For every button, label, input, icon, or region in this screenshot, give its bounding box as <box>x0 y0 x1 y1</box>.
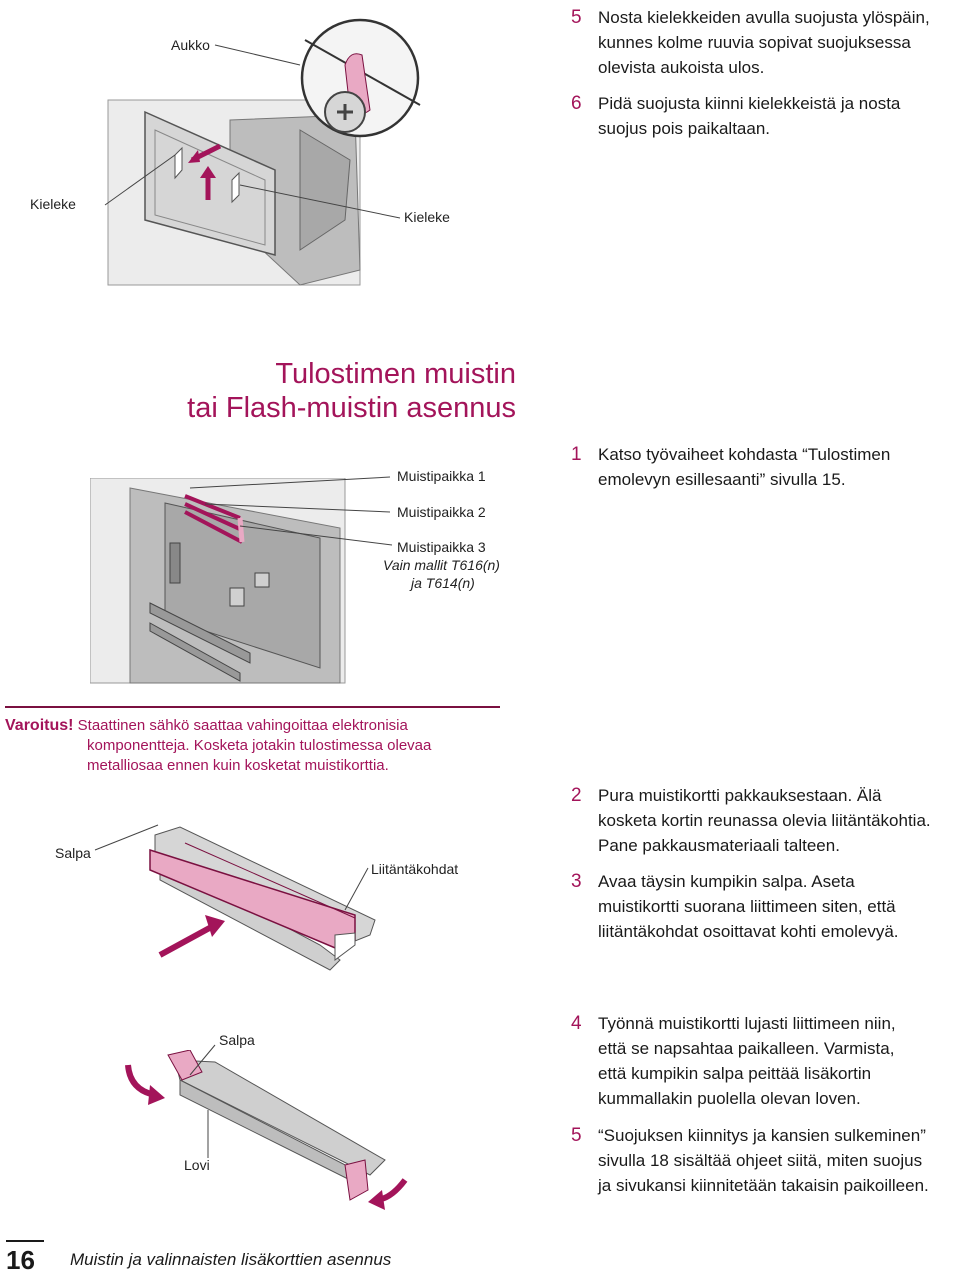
step-number: 5 <box>571 7 582 28</box>
step-number: 4 <box>571 1013 582 1034</box>
memory-card-latch-illustration <box>125 1050 408 1210</box>
step-line: kummallakin puolella olevan loven. <box>598 1089 861 1108</box>
step-number: 2 <box>571 785 582 806</box>
step-line: Nosta kielekkeiden avulla suojusta ylösp… <box>598 8 930 27</box>
section-title-line: tai Flash-muistin asennus <box>187 392 516 424</box>
warning-box: Varoitus! Staattinen sähkö saattaa vahin… <box>5 706 500 776</box>
step-line: sivulla 18 sisältää ohjeet siitä, miten … <box>598 1151 923 1170</box>
callout-vain-mallit-2: ja T614(n) <box>411 575 475 591</box>
step-line: “Suojuksen kiinnitys ja kansien sulkemin… <box>598 1126 926 1145</box>
step-line: Työnnä muistikortti lujasti liittimeen n… <box>598 1014 896 1033</box>
callout-lines-card <box>94 824 369 911</box>
step-line: kosketa kortin reunassa olevia liitäntäk… <box>598 811 931 830</box>
callout-salpa-1: Salpa <box>55 845 91 861</box>
step-line: että kumpikin salpa peittää lisäkortin <box>598 1064 872 1083</box>
step-line: emolevyn esillesaanti” sivulla 15. <box>598 470 846 489</box>
step-number: 1 <box>571 444 582 465</box>
section-title-line: Tulostimen muistin <box>275 358 516 390</box>
step-line: muistikortti suorana liittimeen siten, e… <box>598 897 896 916</box>
step-line: kunnes kolme ruuvia sopivat suojuksessa <box>598 33 911 52</box>
callout-lines-latch <box>189 1044 216 1158</box>
callout-aukko: Aukko <box>171 37 210 53</box>
step-line: suojus pois paikaltaan. <box>598 119 771 138</box>
step-line: Pura muistikortti pakkauksestaan. Älä <box>598 786 882 805</box>
callout-liitantakohdat: Liitäntäkohdat <box>371 861 459 877</box>
footer-title: Muistin ja valinnaisten lisäkorttien ase… <box>70 1250 392 1269</box>
step-line: olevista aukoista ulos. <box>598 58 765 77</box>
callout-lines-top <box>104 44 401 219</box>
callout-muistipaikka-2: Muistipaikka 2 <box>397 504 486 520</box>
step-line: että se napsahtaa paikalleen. Varmista, <box>598 1039 895 1058</box>
callout-lovi: Lovi <box>184 1157 210 1173</box>
magnifier-screw-detail <box>300 18 421 138</box>
step-line: liitäntäkohdat osoittavat kohti emolevyä… <box>598 922 899 941</box>
callout-salpa-2: Salpa <box>219 1032 255 1048</box>
callout-muistipaikka-1: Muistipaikka 1 <box>397 468 486 484</box>
step-line: ja sivukansi kiinnitetään takaisin paiko… <box>598 1176 929 1195</box>
warning-line: metalliosaa ennen kuin kosketat muistiko… <box>87 757 389 774</box>
callout-muistipaikka-3: Muistipaikka 3 <box>397 539 486 555</box>
footer-rule <box>6 1240 44 1242</box>
cover-removal-illustration <box>107 99 361 286</box>
step-line: Pane pakkausmateriaali talteen. <box>598 836 840 855</box>
step-line: Pidä suojusta kiinni kielekkeistä ja nos… <box>598 94 901 113</box>
callout-kieleke-left: Kieleke <box>30 196 76 212</box>
step-line: Katso työvaiheet kohdasta “Tulostimen <box>598 445 891 464</box>
warning-label: Varoitus! <box>5 717 74 734</box>
step-number: 3 <box>571 871 582 892</box>
warning-line: Staattinen sähkö saattaa vahingoittaa el… <box>77 717 408 734</box>
step-line: Avaa täysin kumpikin salpa. Aseta <box>598 872 855 891</box>
step-number: 5 <box>571 1125 582 1146</box>
callout-lines-slots <box>189 476 393 546</box>
callout-vain-mallit: Vain mallit T616(n) <box>383 557 500 573</box>
warning-line: komponentteja. Kosketa jotakin tulostime… <box>87 737 432 754</box>
page-number: 16 <box>6 1245 35 1275</box>
memory-card-insert-illustration <box>149 826 376 971</box>
step-number: 6 <box>571 93 582 114</box>
memory-slots-illustration <box>90 478 346 684</box>
section-title: Tulostimen muistin tai Flash-muistin ase… <box>150 357 516 425</box>
callout-kieleke-right: Kieleke <box>404 209 450 225</box>
